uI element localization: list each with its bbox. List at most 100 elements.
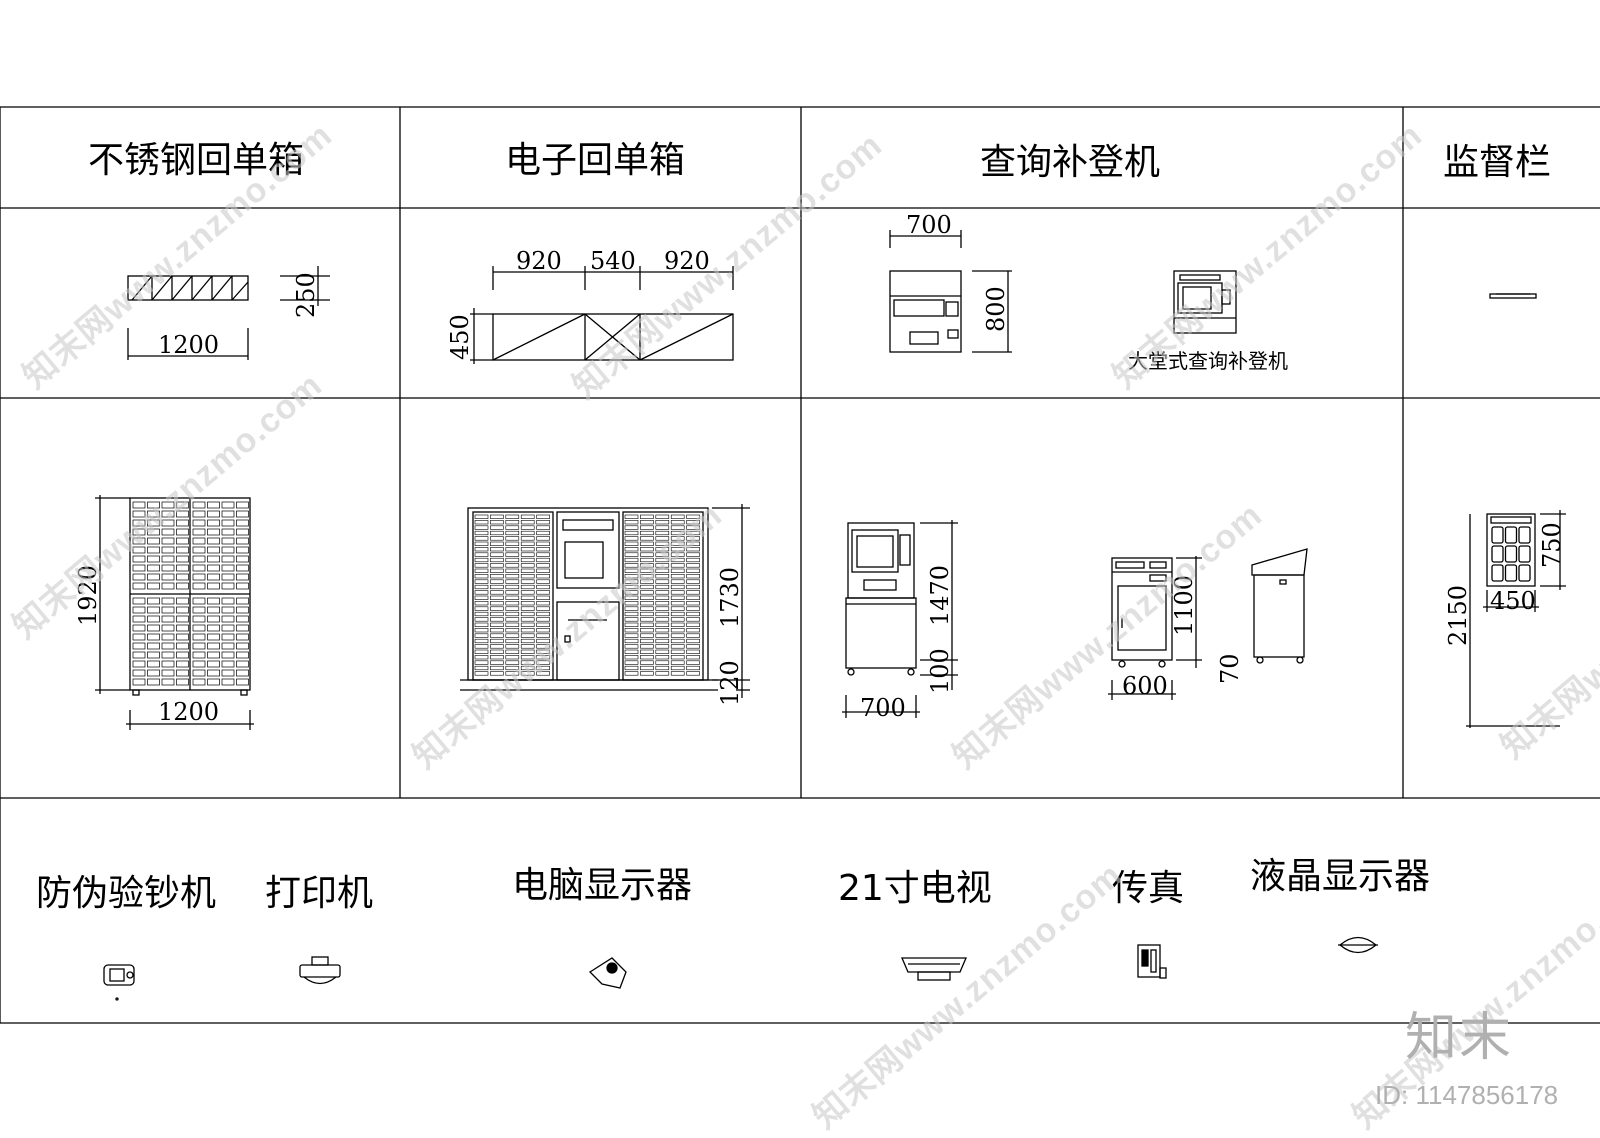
drawer-cell [474,536,489,541]
drawer-cell [505,617,520,622]
drawer-cell [474,552,489,557]
drawer-cell [686,514,700,519]
drawer-cell [624,622,639,627]
drawer-cell [686,541,700,546]
drawer-cell [505,536,520,541]
drawer-cell [207,606,220,614]
drawer-cell [192,651,206,659]
drawer-cell [221,546,235,554]
drawer-cell [520,568,535,573]
header-kiosk: 查询补登机 [980,142,1160,183]
drawer-cell [236,651,249,659]
drawer-cell [536,660,550,665]
drawer-cell [624,665,639,671]
drawer-cell [520,660,535,665]
drawer-cell [490,590,504,595]
drawer-cell [490,644,504,649]
drawer-cell [474,628,489,633]
drawer-cell [624,541,639,546]
drawer-cell [221,669,235,677]
drawer-cell [655,638,670,644]
drawer-cell [520,525,535,530]
drawer-cell [624,547,639,552]
drawer-cell [474,595,489,600]
drawer-cell [474,601,489,606]
drawer-cell [640,536,654,541]
drawer-cell [192,519,206,527]
drawer-cell [670,525,685,530]
drawer-cell [147,510,160,518]
drawer-cell [474,541,489,546]
drawer-cell [490,568,504,573]
board-plan [1489,293,1537,299]
drawer-cell [161,615,175,623]
drawer-cell [490,671,504,676]
drawer-cell [236,501,249,509]
drawer-cell [536,552,550,557]
drawer-cell [176,678,189,686]
drawer-cell [176,501,189,509]
drawer-cell [474,530,489,536]
drawer-cell [640,595,654,600]
drawer-cell [236,555,249,563]
drawer-cell [536,563,550,568]
drawer-cell [670,649,685,654]
drawer-cell [686,547,700,552]
drawer-cell [192,606,206,614]
drawer-cell [490,579,504,584]
drawer-cell [520,552,535,557]
drawer-cell [505,590,520,595]
dim-e-left: 920 [516,247,562,275]
drawer-cell [624,530,639,536]
dim-e-base: 120 [716,660,744,706]
drawer-cell [161,573,175,581]
drawer-cell [640,660,654,665]
label-pc-monitor: 电脑显示器 [512,865,692,906]
drawer-cell [505,633,520,638]
drawer-cell [132,606,146,614]
drawer-cell [147,606,160,614]
drawer-cell [207,582,220,590]
dim-ss-plan-depth: 250 [292,272,320,318]
drawer-cell [207,633,220,641]
drawer-cell [655,520,670,525]
drawer-cell [192,501,206,509]
drawer-cell [176,633,189,641]
lobby-kiosk [1173,270,1237,334]
drawer-cell [221,660,235,668]
drawer-cell [640,541,654,546]
drawer-cell [221,651,235,659]
drawer-cell [221,597,235,605]
drawer-cell [207,615,220,623]
drawer-cell [655,590,670,595]
drawer-cell [655,525,670,530]
drawer-cell [655,557,670,563]
drawer-cell [132,582,146,590]
drawer-cell [132,660,146,668]
drawer-cell [132,633,146,641]
drawer-cell [236,573,249,581]
board-cell [1518,545,1531,563]
drawer-cell [520,574,535,579]
drawer-cell [686,638,700,644]
drawer-cell [520,536,535,541]
drawer-cell [236,519,249,527]
drawer-cell [505,557,520,563]
drawer-cell [640,552,654,557]
drawer-cell [161,669,175,677]
drawer-cell [670,584,685,590]
drawer-cell [670,617,685,622]
drawer-cell [236,564,249,572]
drawer-cell [132,573,146,581]
drawer-cell [536,611,550,617]
drawer-cell [686,649,700,654]
drawer-cell [640,671,654,676]
drawer-cell [490,552,504,557]
drawer-cell [236,597,249,605]
drawer-cell [236,528,249,536]
dim-cab-width: 600 [1122,672,1168,700]
drawer-cell [624,649,639,654]
drawer-cell [236,633,249,641]
drawer-cell [520,530,535,536]
drawer-cell [221,624,235,632]
